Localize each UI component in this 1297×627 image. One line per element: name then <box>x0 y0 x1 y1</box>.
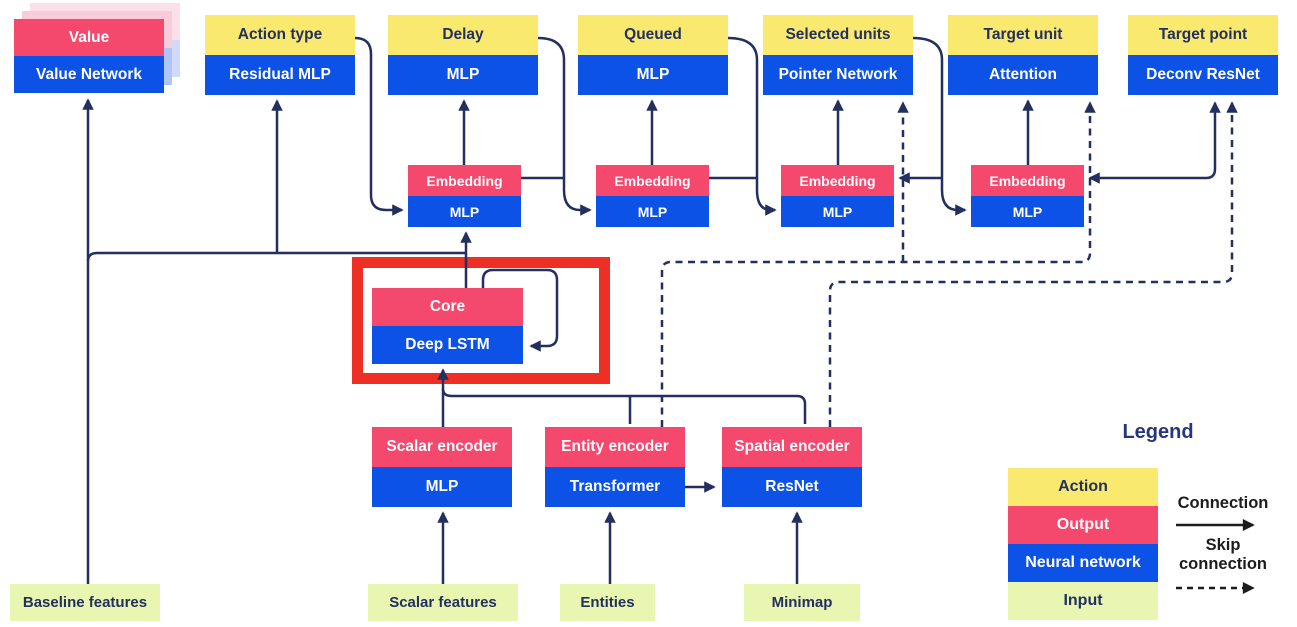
core-label: Core <box>372 288 523 326</box>
scalar-features-input: Scalar features <box>368 584 518 621</box>
selected-units-head-box: Selected units Pointer Network <box>763 15 913 95</box>
embedding-block-1: Embedding MLP <box>408 165 521 227</box>
delay-mlp-label: MLP <box>388 55 538 95</box>
deep-lstm-label: Deep LSTM <box>372 326 523 364</box>
legend-output-swatch: Output <box>1008 506 1158 544</box>
legend-title: Legend <box>1122 421 1194 443</box>
transformer-label: Transformer <box>545 467 685 507</box>
residual-mlp-label: Residual MLP <box>205 55 355 95</box>
scalar-encoder-box: Scalar encoder MLP <box>372 427 512 507</box>
queued-label: Queued <box>578 15 728 55</box>
embedding-4-label: Embedding <box>971 165 1084 196</box>
scalar-encoder-label: Scalar encoder <box>372 427 512 467</box>
legend-connection-label: Connection <box>1177 494 1269 512</box>
embedding-1-label: Embedding <box>408 165 521 196</box>
value-head-box: Value Value Network <box>14 19 164 93</box>
delay-label: Delay <box>388 15 538 55</box>
entities-input: Entities <box>560 584 655 621</box>
spatial-encoder-label: Spatial encoder <box>722 427 862 467</box>
queued-head-box: Queued MLP <box>578 15 728 95</box>
core-highlight-box <box>352 257 610 384</box>
embedding-1-mlp-label: MLP <box>408 196 521 227</box>
conn-encoder-bus <box>441 388 807 424</box>
attention-label: Attention <box>948 55 1098 95</box>
embedding-4-mlp-label: MLP <box>971 196 1084 227</box>
skip-spatial-encoder-to-deconv-resnet <box>828 101 1238 427</box>
core-box: Core Deep LSTM <box>372 288 523 364</box>
skip-entity-encoder-to-attention <box>660 101 1096 427</box>
action-type-label: Action type <box>205 15 355 55</box>
legend-network-swatch: Neural network <box>1008 544 1158 582</box>
embedding-block-2: Embedding MLP <box>596 165 709 227</box>
conn-embedding4-target-point <box>1088 101 1221 184</box>
embedding-2-label: Embedding <box>596 165 709 196</box>
deconv-resnet-label: Deconv ResNet <box>1128 55 1278 95</box>
action-type-head-box: Action type Residual MLP <box>205 15 355 95</box>
target-unit-label: Target unit <box>948 15 1098 55</box>
embedding-block-4: Embedding MLP <box>971 165 1084 227</box>
legend-input-swatch: Input <box>1008 582 1158 620</box>
scalar-mlp-label: MLP <box>372 467 512 507</box>
embedding-3-label: Embedding <box>781 165 894 196</box>
queued-mlp-label: MLP <box>578 55 728 95</box>
embedding-2-mlp-label: MLP <box>596 196 709 227</box>
legend-skip-connection-label: Skip connection <box>1178 536 1267 573</box>
embedding-block-3: Embedding MLP <box>781 165 894 227</box>
spatial-encoder-box: Spatial encoder ResNet <box>722 427 862 507</box>
pointer-network-label: Pointer Network <box>763 55 913 95</box>
embedding-3-mlp-label: MLP <box>781 196 894 227</box>
minimap-input: Minimap <box>744 584 860 621</box>
selected-units-label: Selected units <box>763 15 913 55</box>
entity-encoder-label: Entity encoder <box>545 427 685 467</box>
resnet-label: ResNet <box>722 467 862 507</box>
target-point-head-box: Target point Deconv ResNet <box>1128 15 1278 95</box>
entity-encoder-box: Entity encoder Transformer <box>545 427 685 507</box>
value-output-label: Value <box>14 19 164 56</box>
legend-action-swatch: Action <box>1008 468 1158 506</box>
target-unit-head-box: Target unit Attention <box>948 15 1098 95</box>
value-network-label: Value Network <box>14 56 164 93</box>
target-point-label: Target point <box>1128 15 1278 55</box>
delay-head-box: Delay MLP <box>388 15 538 95</box>
baseline-features-input: Baseline features <box>10 584 160 621</box>
legend-color-key: Action Output Neural network Input <box>1008 468 1158 620</box>
